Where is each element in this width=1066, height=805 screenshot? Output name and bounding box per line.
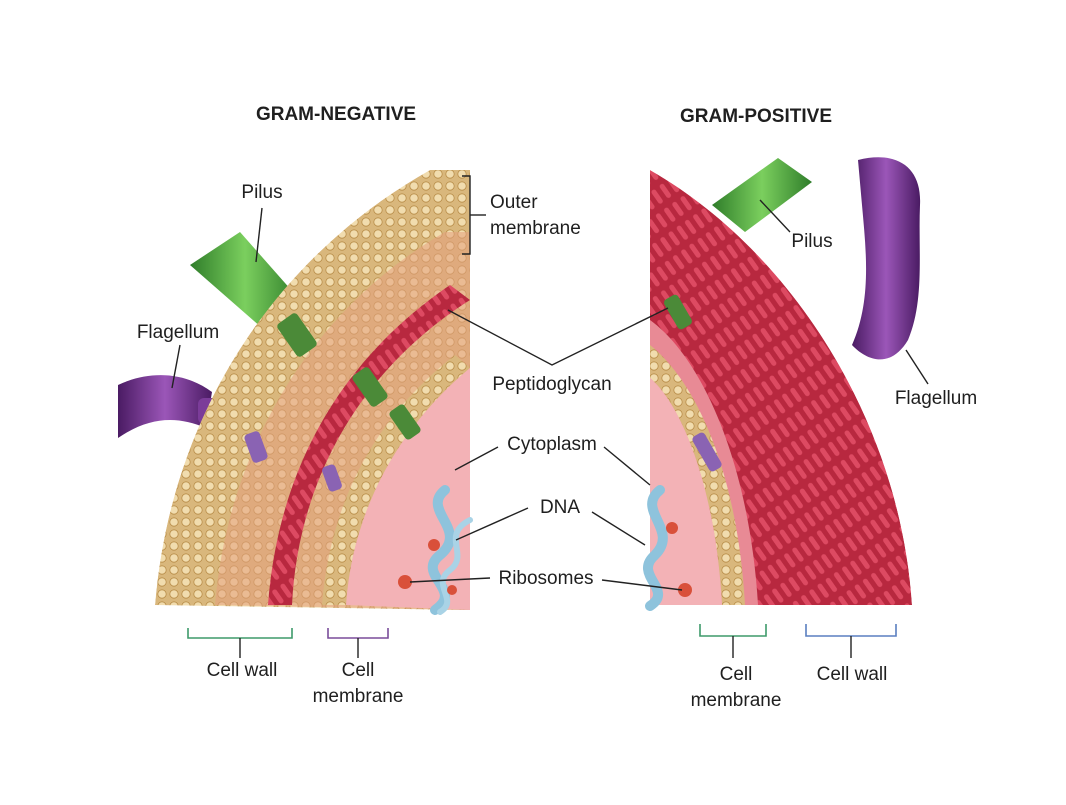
membrane-protein-3 — [389, 404, 421, 440]
label-cell-wall-positive: Cell wall — [817, 664, 888, 685]
heading-gram-positive: GRAM-POSITIVE — [680, 106, 832, 127]
label-outer-membrane-2: membrane — [490, 218, 581, 239]
ribosome-negative-1 — [428, 539, 440, 551]
ribosome-positive-1 — [666, 522, 678, 534]
ribosome-negative-3 — [447, 585, 457, 595]
membrane-protein-1 — [277, 313, 317, 357]
label-cell-membrane-positive-2: membrane — [691, 690, 782, 711]
label-outer-membrane-1: Outer — [490, 192, 538, 213]
membrane-protein-6 — [692, 432, 722, 472]
cytoplasm-positive — [650, 378, 722, 605]
membrane-protein-2 — [352, 367, 388, 407]
leader-lines — [171, 175, 929, 658]
flagellum-negative — [118, 375, 212, 438]
label-flagellum-positive: Flagellum — [895, 388, 977, 409]
label-flagellum-negative: Flagellum — [137, 322, 219, 343]
label-pilus-negative: Pilus — [241, 182, 282, 203]
gram-negative-cell — [118, 170, 473, 615]
membrane-protein-4 — [244, 431, 268, 463]
cell-membrane-negative-layer — [322, 355, 470, 605]
label-ribosomes: Ribosomes — [498, 568, 593, 589]
gram-positive-cell — [643, 157, 921, 611]
label-pilus-positive: Pilus — [791, 231, 832, 252]
ribosome-positive-2 — [678, 583, 692, 597]
label-peptidoglycan: Peptidoglycan — [492, 374, 611, 395]
gram-positive-layers — [650, 170, 912, 605]
gram-negative-layers — [155, 170, 470, 610]
label-cell-wall-negative: Cell wall — [207, 660, 278, 681]
membrane-protein-7 — [664, 294, 692, 330]
dna-positive — [643, 485, 668, 611]
heading-gram-negative: GRAM-NEGATIVE — [256, 104, 416, 125]
pilus-positive — [712, 158, 812, 232]
ribosome-negative-2 — [398, 575, 412, 589]
cell-membrane-positive-layer — [650, 345, 745, 605]
dna-negative-strand — [437, 517, 473, 615]
label-cell-membrane-positive-1: Cell — [720, 664, 753, 685]
label-cell-membrane-negative-1: Cell — [342, 660, 375, 681]
peptidoglycan-negative-layer — [268, 285, 470, 605]
flagellum-positive — [852, 157, 921, 360]
membrane-protein-5 — [322, 464, 342, 492]
label-cytoplasm: Cytoplasm — [507, 434, 597, 455]
label-cell-membrane-negative-2: membrane — [313, 686, 404, 707]
label-dna: DNA — [540, 497, 580, 518]
